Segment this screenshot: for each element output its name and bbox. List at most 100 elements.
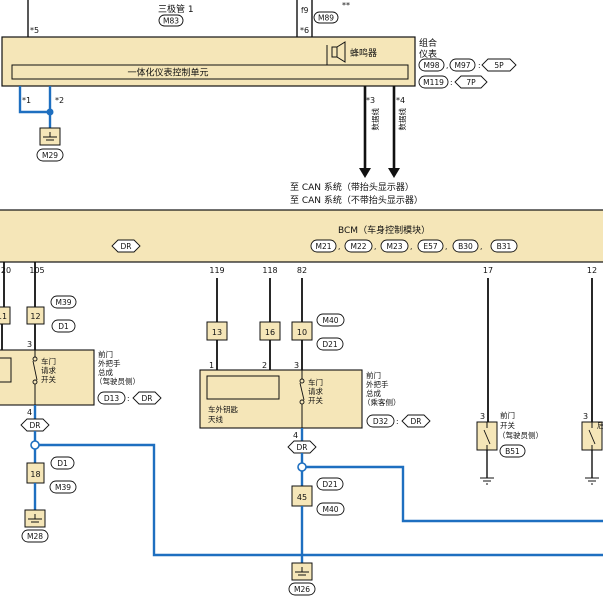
connector-left-11-text: 11 [0,312,7,321]
d21-top-tag [316,337,344,351]
bcm-connector-m22: M22 [350,242,366,251]
m39-top-tag [50,295,77,309]
can-line-1: 至 CAN 系统（带抬头显示器） [290,181,414,193]
7p-tag-shape [454,75,488,89]
bcm-dr-tag-text: DR [121,242,132,251]
buzzer-label: 蜂鸣器 [350,47,377,59]
m26-tag [288,582,316,596]
bcm-pin-20: 20 [1,266,11,275]
ground-icon-m28 [24,509,46,528]
right-switch-l2: 开关 [500,420,515,430]
can-line-2: 至 CAN 系统（不带抬头显示器） [290,194,423,206]
mid-switch-l3: 开关 [308,395,323,405]
left-splice [30,440,40,450]
m28-tag-text: M28 [27,532,43,541]
star-4: *4 [396,96,405,105]
bcm-connector-m23: M23 [386,242,402,251]
b51-tag-text: B51 [505,447,520,456]
mid-unit-l2: 外把手 [366,379,389,389]
bcm-connector-e57: E57 [423,242,438,251]
data-line-label-2: 数据线 [397,108,407,131]
left-dr-tag [132,391,162,405]
right-ground-icon [480,477,494,485]
d21-bottom-tag-text: D21 [322,480,338,489]
antenna-l2: 天线 [208,414,223,424]
mid-splice [297,462,307,472]
top-mid-stars: ** [342,1,350,10]
bcm-title: BCM（车身控制模块） [338,224,430,236]
d1-bottom-tag-text: D1 [57,459,68,468]
bcm-pin-119: 119 [209,266,224,275]
bcm-box [0,209,603,263]
bcm-dr-tag [111,239,141,253]
m39-top-tag-text: M39 [55,298,71,307]
buzzer-icon [326,41,346,65]
ground-icon-m29 [39,127,61,146]
mid-dr-below-tag-text: DR [297,443,308,452]
integrated-meter-control-unit [11,64,409,80]
svg-text:,: , [410,242,412,251]
d13-tag-text: D13 [104,394,120,403]
meter-name-l1: 组合 [419,37,437,49]
right-pin-3b: 3 [583,412,588,421]
m40-bottom-tag-text: M40 [322,505,338,514]
mid-colon: : [396,417,399,426]
right-ground-icon-b [585,477,599,485]
d1-top-tag [51,319,76,333]
ground-icon-m26 [291,562,313,581]
star-1: *1 [22,96,31,105]
m119-tag-text: M119 [423,78,444,87]
left-unit-l1: 前门 [98,349,113,359]
connector-left-12-text: 12 [30,312,40,321]
ground-m83-label: 三极管 1 [158,3,194,15]
m97-tag [449,58,476,72]
svg-text:,: , [480,242,482,251]
star-2: *2 [55,96,64,105]
star-3: *3 [366,96,375,105]
m98-tag [418,58,445,72]
bcm-connector-m21: M21 [315,242,331,251]
m28-tag [21,529,49,543]
mid-switch-l2: 请求 [308,386,323,396]
m83-connector-text: M83 [163,17,179,26]
mid-unit-l4: （乘客侧） [363,397,401,407]
connector-left-11 [0,306,11,325]
meter-name-l2: 仪表 [419,48,437,60]
star-6: *6 [300,26,309,35]
5p-tag-text: 5P [494,61,504,70]
wire-meter-ground-1 [18,86,50,114]
comma-1: , [446,61,448,70]
svg-text:,: , [374,242,376,251]
right-switch-l1: 前门 [500,410,515,420]
left-pin-4: 4 [27,408,32,417]
mid-pin-1: 1 [209,361,214,370]
mid-dr-tag-text: DR [411,417,422,426]
m89-connector-text: M89 [318,14,334,23]
m89-connector-tag [313,11,339,24]
m39-bottom-tag-text: M39 [55,483,71,492]
left-unit-l3: 总成 [98,367,113,377]
left-switch-l1: 车门 [41,356,56,366]
left-switch-l3: 开关 [41,374,56,384]
outside-key-antenna-box [206,375,280,400]
mid-dr-below-tag [287,440,317,454]
left-switch-l2: 请求 [41,365,56,375]
d21-bottom-tag [316,477,344,491]
m40-bottom-tag [316,502,345,516]
bcm-pin-105: 105 [29,266,44,275]
bcm-pin-17: 17 [483,266,493,275]
bcm-connector-b30: B30 [458,242,473,251]
m39-bottom-tag [49,480,77,494]
mid-dr-tag [401,414,431,428]
star-5: *5 [30,26,39,35]
connector-mid-45-text: 45 [297,493,307,502]
arrow-can-2 [388,168,400,178]
m40-top-tag [316,313,345,327]
antenna-l1: 车外钥匙 [208,404,238,414]
left-colon: : [127,394,130,403]
right-pin-3: 3 [480,412,485,421]
connector-mid-16-text: 16 [265,328,275,337]
mid-switch-l1: 车门 [308,377,323,387]
left-dr-tag-text: DR [142,394,153,403]
